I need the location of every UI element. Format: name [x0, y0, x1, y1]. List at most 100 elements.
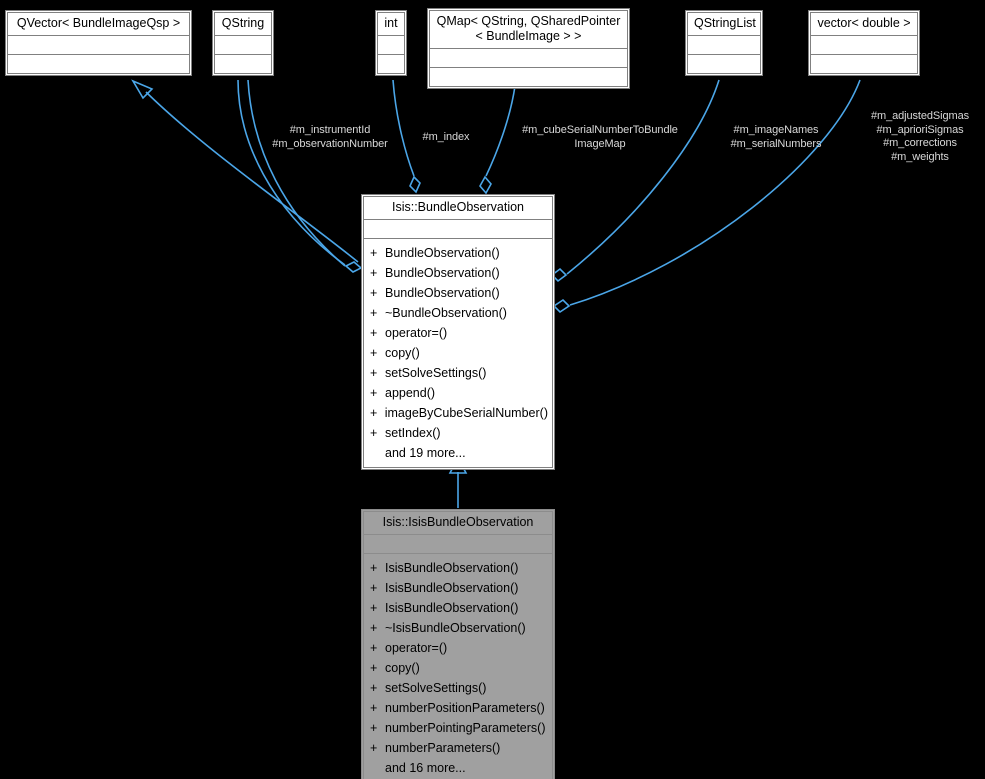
class-title-int: int — [378, 13, 404, 36]
class-attributes-qmap — [430, 49, 627, 68]
operation-name: operator=() — [385, 326, 448, 340]
operation-visibility: + — [370, 246, 378, 260]
edge-qvector — [131, 79, 359, 263]
operation-row: + operator=() — [370, 323, 548, 343]
operation-row: + numberParameters() — [370, 738, 548, 758]
class-node-qstring[interactable]: QString — [212, 10, 274, 76]
edge-label-instrument-observation: #m_instrumentId #m_observationNumber — [272, 124, 388, 150]
class-operations-int — [378, 55, 404, 73]
class-node-vector-double[interactable]: vector< double > — [808, 10, 920, 76]
operation-visibility: + — [370, 346, 378, 360]
operation-name: copy() — [385, 661, 420, 675]
operations-more-label: and 16 more... — [385, 761, 466, 775]
operation-name: IsisBundleObservation() — [385, 561, 519, 575]
class-title-qstring: QString — [215, 13, 271, 36]
operation-row: +copy() — [370, 658, 548, 678]
class-attributes-int — [378, 36, 404, 55]
operation-row: +setSolveSettings() — [370, 363, 548, 383]
operation-visibility: + — [370, 741, 378, 755]
class-node-isis-bundle-observation[interactable]: Isis::IsisBundleObservation +IsisBundleO… — [361, 509, 555, 779]
class-title-qstringlist: QStringList — [688, 13, 760, 36]
operation-row: + IsisBundleObservation() — [370, 578, 548, 598]
operation-visibility: + — [370, 681, 378, 695]
class-attributes-qstringlist — [688, 36, 760, 55]
operation-row: + numberPointingParameters() — [370, 718, 548, 738]
class-attributes-bundle-observation — [364, 220, 552, 239]
class-operations-qvector — [8, 55, 189, 73]
diamond-qstring — [344, 261, 363, 273]
edge-label-index: #m_index — [422, 131, 470, 143]
edge-qstringlist — [550, 79, 720, 283]
operation-name: ~BundleObservation() — [385, 306, 507, 320]
operation-row: + BundleObservation() — [370, 263, 548, 283]
operation-visibility: + — [370, 641, 378, 655]
class-title-qvector: QVector< BundleImageQsp > — [8, 13, 189, 36]
class-operations-qmap — [430, 68, 627, 86]
operation-name: setSolveSettings() — [385, 366, 487, 380]
edge-qstring-a — [237, 79, 346, 266]
operation-name: setSolveSettings() — [385, 681, 487, 695]
operation-name: BundleObservation() — [385, 286, 500, 300]
class-node-int[interactable]: int — [375, 10, 407, 76]
class-operations-vector-double — [811, 55, 917, 73]
operation-name: append() — [385, 386, 436, 400]
operation-row: + imageByCubeSerialNumber() — [370, 403, 548, 423]
operation-visibility: + — [370, 306, 378, 320]
operation-row: + BundleObservation() — [370, 243, 548, 263]
operation-row: + setIndex() — [370, 423, 548, 443]
operation-visibility: + — [370, 406, 378, 420]
operation-row: + ~BundleObservation() — [370, 303, 548, 323]
operation-visibility: + — [370, 426, 378, 440]
operation-visibility: + — [370, 581, 378, 595]
operations-more-label: and 19 more... — [385, 446, 466, 460]
operation-name: numberPositionParameters() — [385, 701, 545, 715]
edge-label-sigmas: #m_adjustedSigmas #m_aprioriSigmas #m_co… — [871, 110, 969, 163]
class-node-bundle-observation[interactable]: Isis::BundleObservation +BundleObservati… — [361, 194, 555, 470]
class-title-isis-bundle-observation: Isis::IsisBundleObservation — [364, 512, 552, 535]
class-attributes-qstring — [215, 36, 271, 55]
class-operations-isis-bundle-observation: + IsisBundleObservation() + IsisBundleObser… — [364, 554, 552, 779]
operation-name: numberPointingParameters() — [385, 721, 546, 735]
class-operations-qstring — [215, 55, 271, 73]
operation-visibility: + — [370, 621, 378, 635]
edge-vector-double — [552, 79, 861, 314]
operation-row: + BundleObservation() — [370, 283, 548, 303]
class-node-qvector[interactable]: QVector< BundleImageQsp > — [5, 10, 192, 76]
operation-visibility: + — [370, 386, 378, 400]
operation-visibility: + — [370, 326, 378, 340]
operation-row: + copy() — [370, 343, 548, 363]
operation-visibility: + — [370, 701, 378, 715]
operation-name: numberParameters() — [385, 741, 501, 755]
operation-name: BundleObservation() — [385, 246, 500, 260]
operation-visibility: + — [370, 266, 378, 280]
class-operations-qstringlist — [688, 55, 760, 73]
operation-visibility: + — [370, 561, 378, 575]
class-title-vector-double: vector< double > — [811, 13, 917, 36]
edge-label-cube-serial-map: #m_cubeSerialNumberToBundle ImageMap — [522, 124, 678, 150]
operation-row: + setSolveSettings() — [370, 678, 548, 698]
operation-name: BundleObservation() — [385, 266, 500, 280]
operation-visibility: + — [370, 601, 378, 615]
operation-name: ~IsisBundleObservation() — [385, 621, 526, 635]
class-title-bundle-observation: Isis::BundleObservation — [364, 197, 552, 220]
class-title-qmap: QMap< QString, QSharedPointer < BundleIm… — [430, 11, 627, 49]
edge-label-image-serial: #m_imageNames #m_serialNumbers — [730, 124, 822, 150]
class-attributes-vector-double — [811, 36, 917, 55]
edge-qstring-b — [247, 79, 346, 267]
operation-name: imageByCubeSerialNumber() — [384, 406, 548, 420]
operation-row: + ~IsisBundleObservation() — [370, 618, 548, 638]
operation-name: copy() — [385, 346, 420, 360]
operation-row: + IsisBundleObservation() — [370, 558, 548, 578]
operation-name: operator=() — [385, 641, 448, 655]
operation-row: + numberPositionParameters() — [370, 698, 548, 718]
class-operations-bundle-observation: + BundleObservation() + BundleObservation()… — [364, 239, 552, 467]
class-node-qstringlist[interactable]: QStringList — [685, 10, 763, 76]
operation-name: setIndex() — [385, 426, 441, 440]
operation-name: IsisBundleObservation() — [385, 581, 519, 595]
operation-row: + append() — [370, 383, 548, 403]
class-node-qmap[interactable]: QMap< QString, QSharedPointer < BundleIm… — [427, 8, 630, 89]
operation-visibility: + — [370, 286, 378, 300]
operation-row: + operator=() — [370, 638, 548, 658]
operation-visibility: + — [370, 721, 378, 735]
